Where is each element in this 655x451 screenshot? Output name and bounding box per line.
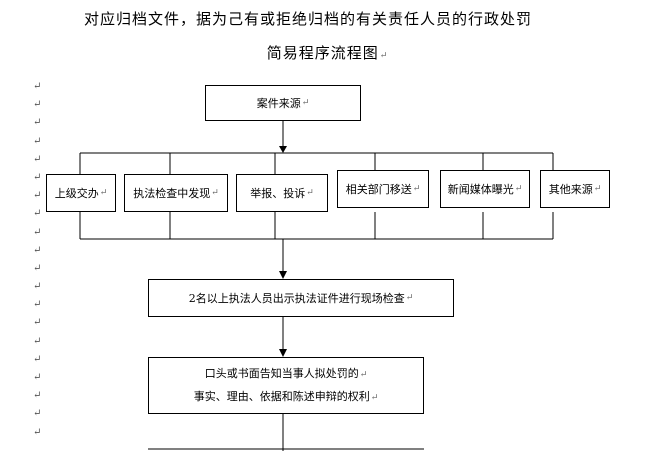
paragraph-mark: ↵ bbox=[33, 135, 42, 147]
paragraph-mark: ↵ bbox=[33, 190, 42, 202]
paragraph-mark: ↵ bbox=[33, 335, 42, 347]
paragraph-mark: ↵ bbox=[33, 372, 42, 383]
notification-box: 口头或书面告知当事人拟处罚的↵ 事实、理由、依据和陈述申辩的权利↵ bbox=[148, 357, 424, 414]
paragraph-mark: ↵ bbox=[33, 171, 42, 183]
paragraph-mark: ↵ bbox=[33, 281, 42, 293]
paragraph-mark: ↵ bbox=[33, 226, 42, 238]
paragraph-mark: ↵ bbox=[33, 262, 42, 274]
case-source-box: 案件来源↵ bbox=[205, 85, 361, 121]
paragraph-mark: ↵ bbox=[33, 317, 42, 329]
paragraph-mark: ↵ bbox=[33, 390, 42, 402]
diagram-subtitle: 简易程序流程图↵ bbox=[266, 44, 389, 62]
source-box-media: 新闻媒体曝光↵ bbox=[440, 170, 530, 208]
source-box-inspection: 执法检查中发现↵ bbox=[124, 174, 228, 212]
paragraph-marks: ↵ ↵ ↵ ↵ ↵ ↵ ↵ ↵ ↵ ↵ ↵ ↵ ↵ ↵ ↵ ↵ ↵ ↵ ↵ ↵ bbox=[33, 78, 45, 442]
inspection-box: 2名以上执法人员出示执法证件进行现场检查↵ bbox=[148, 279, 454, 317]
source-box-superior: 上级交办↵ bbox=[46, 174, 116, 212]
diagram-title: 对应归档文件，据为己有或拒绝归档的有关责任人员的行政处罚 bbox=[83, 10, 532, 28]
paragraph-mark: ↵ bbox=[33, 244, 42, 256]
source-box-report: 举报、投诉↵ bbox=[236, 174, 328, 212]
paragraph-mark: ↵ bbox=[33, 99, 42, 111]
paragraph-mark: ↵ bbox=[33, 353, 42, 365]
paragraph-mark: ↵ bbox=[33, 408, 42, 420]
source-box-other: 其他来源↵ bbox=[540, 170, 610, 208]
paragraph-mark: ↵ bbox=[33, 299, 42, 311]
paragraph-mark: ↵ bbox=[33, 153, 42, 165]
paragraph-mark: ↵ bbox=[33, 208, 42, 220]
paragraph-mark: ↵ bbox=[33, 117, 42, 129]
paragraph-mark: ↵ bbox=[33, 81, 42, 92]
paragraph-mark: ↵ bbox=[33, 426, 42, 438]
source-box-department: 相关部门移送↵ bbox=[337, 170, 429, 208]
